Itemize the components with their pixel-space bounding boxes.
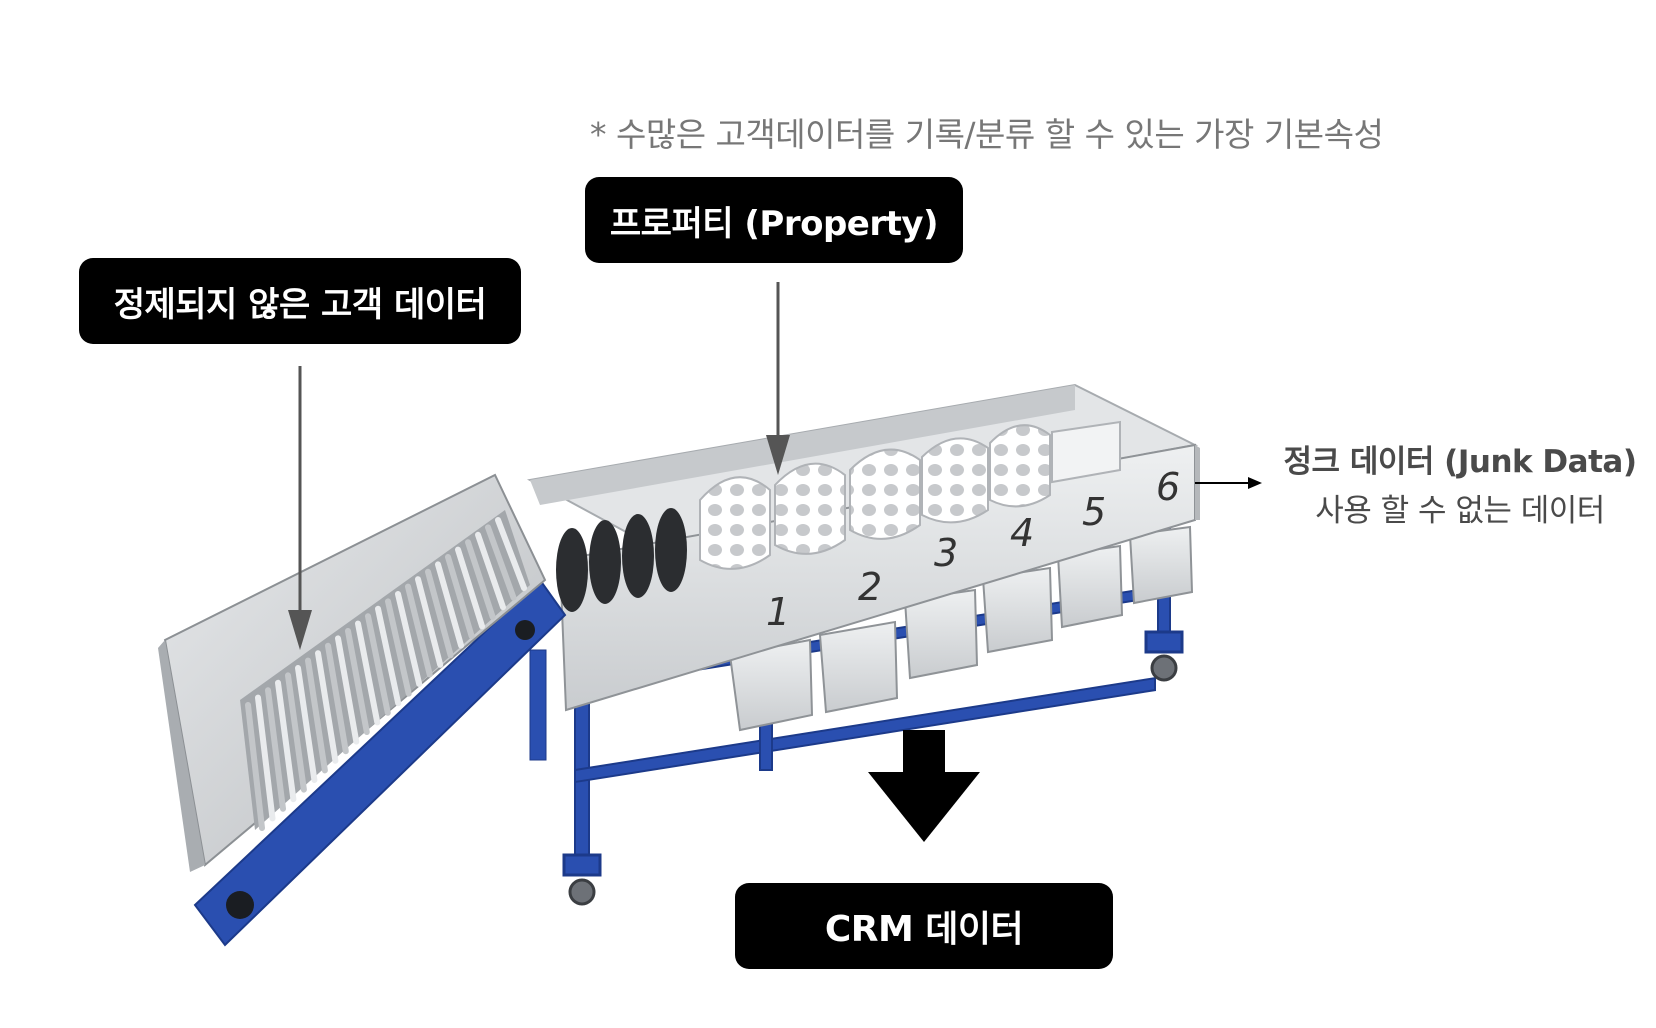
- incline-roller: [405, 583, 433, 678]
- slot-number: 3: [934, 531, 958, 575]
- property-note: * 수많은 고객데이터를 기록/분류 할 수 있는 가장 기본속성: [590, 115, 1384, 154]
- incline-roller: [435, 561, 465, 649]
- slot-number: 1: [766, 590, 790, 634]
- junk-data-subtitle: 사용 할 수 없는 데이터: [1315, 493, 1605, 529]
- collection-bins: [728, 525, 1194, 732]
- incline-roller: [425, 568, 454, 659]
- incline-roller: [255, 694, 276, 822]
- incline-roller: [365, 613, 391, 716]
- arrows: [288, 282, 1262, 842]
- incline-roller: [355, 620, 381, 726]
- property-label: 프로퍼티 (Property): [585, 177, 963, 263]
- junk-data-title: 정크 데이터 (Junk Data): [1283, 444, 1638, 480]
- unrefined-data-label: 정제되지 않은 고객 데이터: [79, 258, 521, 344]
- incline-roller: [325, 642, 349, 755]
- incline-roller: [305, 657, 328, 774]
- incline-roller: [375, 605, 402, 707]
- incline-roller: [465, 539, 496, 620]
- incline-roller: [415, 576, 444, 668]
- incline-roller: [485, 524, 517, 601]
- slot-number: 4: [1010, 511, 1034, 555]
- slot-numbers: 1 2 3 4 5 6: [766, 465, 1180, 634]
- incline-roller: [455, 546, 486, 630]
- dark-rollers: [556, 508, 687, 612]
- slot-number: 6: [1156, 465, 1180, 509]
- machine-wheels: [562, 630, 1184, 906]
- incline-roller: [335, 635, 360, 745]
- slot-number: 5: [1082, 490, 1106, 534]
- incline-roller: [445, 554, 475, 639]
- incline-rollers: [245, 517, 527, 831]
- incline-roller: [475, 531, 506, 611]
- incline-roller: [275, 679, 297, 803]
- incline-roller: [315, 650, 339, 764]
- slot-number: 2: [858, 565, 882, 609]
- incline-roller: [395, 591, 423, 687]
- junk-data-block: 정크 데이터 (Junk Data) 사용 할 수 없는 데이터: [1255, 436, 1656, 530]
- crm-data-label: CRM 데이터: [735, 883, 1113, 969]
- incline-roller: [495, 517, 527, 591]
- incline-roller: [245, 702, 265, 831]
- incline-roller: [345, 628, 370, 735]
- incline-roller: [285, 672, 307, 793]
- incline-roller: [295, 665, 318, 783]
- incline-roller: [265, 687, 286, 812]
- perforated-rollers: [699, 420, 1121, 570]
- incline-roller: [385, 598, 412, 697]
